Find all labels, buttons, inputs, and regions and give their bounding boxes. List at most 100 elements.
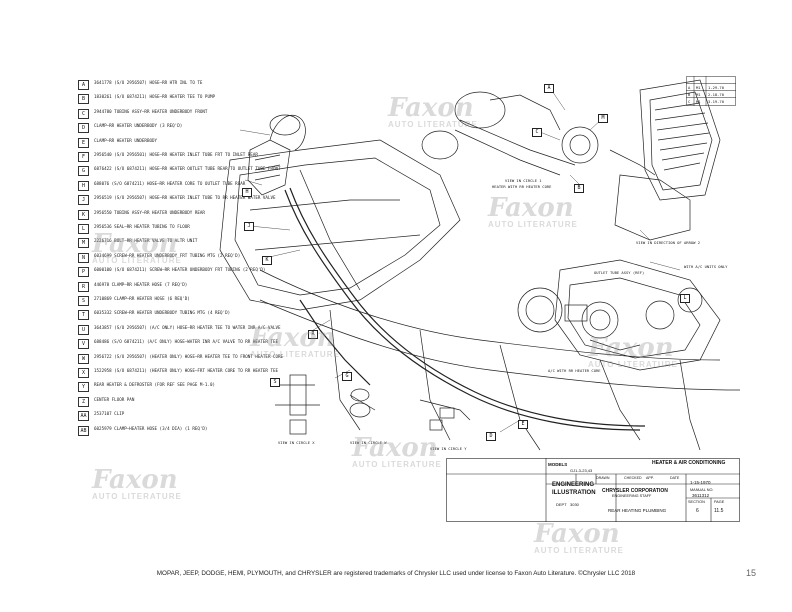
checked-label: CHECKED	[624, 476, 642, 480]
revision-cell: 2-18-70	[708, 92, 725, 97]
revision-cell: A	[688, 85, 691, 90]
part-description: 2956540 (S/O 2956501) HOSE—RR HEATER INL…	[94, 152, 258, 157]
section-heading: HEATER & AIR CONDITIONING	[652, 460, 726, 466]
part-ref-label: D	[78, 123, 89, 134]
part-description: 3641778 (S/O 2956507) HOSE—RR HTR INL TO…	[94, 80, 203, 85]
revision-cell: B	[688, 92, 691, 97]
revision-cell: 1-29-70	[708, 85, 725, 90]
revision-cell: 3-19-70	[708, 99, 725, 104]
heater-unit-drawing	[421, 91, 656, 176]
callout-label: E	[518, 420, 528, 429]
title-block	[446, 458, 740, 522]
part-description: CLAMP—RR HEATER UNDERBODY (3 REQ'D)	[94, 123, 183, 129]
underbody-tubing	[284, 187, 646, 431]
detail-views-drawing	[275, 287, 588, 435]
callout-label: C	[532, 128, 542, 137]
company-sub: ENGINEERING STAFF	[612, 494, 652, 498]
illustration-label: ILLUSTRATION	[552, 490, 596, 496]
manual-label: MANUAL NO.	[690, 488, 714, 492]
part-description: 6035332 SCREW—RR HEATER UNDERBODY TUBING…	[94, 310, 231, 316]
view-note: OUTLET TUBE ASSY (REF)	[594, 270, 645, 275]
engine-drawing	[554, 259, 721, 371]
date-value: 1-15-1970	[690, 480, 711, 485]
callout-label: H	[242, 188, 252, 197]
section-label: SECTION	[688, 500, 705, 504]
part-ref-label: Y	[78, 382, 89, 393]
view-note: HEATER WITH RR HEATER CORE	[492, 184, 552, 189]
part-ref-label: J	[78, 195, 89, 206]
part-ref-label: N	[78, 252, 89, 263]
models-value: GJ1-3-23,43	[570, 468, 593, 473]
app-label: APP.	[646, 476, 654, 480]
part-description: 2956519 (S/O 2956507) HOSE—RR HEATER INL…	[94, 195, 276, 201]
part-ref-label: S	[78, 296, 89, 306]
part-ref-label: U	[78, 324, 89, 335]
part-description: 6034699 SCREW—RR HEATER UNDERBODY FRT TU…	[94, 252, 241, 258]
callout-label: S	[270, 378, 280, 387]
part-description: 2226716 BOLT—RR HEATER VALVE TO ALTR UNI…	[94, 238, 198, 244]
trademark-footer: MOPAR, JEEP, DODGE, HEMI, PLYMOUTH, and …	[156, 570, 636, 577]
part-description: 2710869 CLAMP—RR HEATER HOSE (6 REQ'D)	[94, 296, 190, 301]
view-note: VIEW IN DIRECTION OF ARROW 2	[636, 240, 701, 245]
view-note: VIEW IN CIRCLE Y	[430, 446, 467, 451]
part-ref-label: K	[78, 209, 89, 220]
revision-table	[686, 76, 736, 106]
models-label: MODELS	[548, 462, 568, 467]
revision-cell: C	[688, 99, 691, 104]
part-description: 688486 (S/O 6874211) (A/C ONLY) HOSE—WAT…	[94, 339, 279, 345]
part-description: REAR HEATER & DEFROSTER (FOR REF SEE PAG…	[94, 382, 216, 388]
part-description: 2956536 SEAL—RR HEATER TUBING TO FLOOR	[94, 224, 190, 229]
part-description: CLAMP—RR HEATER UNDERBODY	[94, 137, 158, 143]
date-label: DATE	[670, 476, 680, 480]
part-ref-label: R	[78, 281, 89, 292]
section-value: 6	[696, 508, 699, 514]
part-description: 688076 (S/O 6874211) HOSE—RR HEATER CORE…	[94, 180, 246, 186]
view-note: WITH A/C UNITS ONLY	[684, 264, 728, 269]
revision-cell: M1	[696, 99, 701, 104]
blower-housing-drawing	[614, 79, 721, 241]
callout-label: L	[680, 294, 690, 303]
part-ref-label: G	[78, 166, 89, 177]
floor-pan-drawing	[219, 114, 461, 311]
dept-label: DEPT	[556, 502, 567, 507]
callout-label: B	[574, 184, 584, 193]
part-ref-label: E	[78, 137, 89, 148]
part-ref-label: W	[78, 353, 89, 364]
part-description: CENTER FLOOR PAN	[94, 396, 135, 402]
callout-label: J	[244, 222, 254, 231]
view-note: VIEW IN CIRCLE X	[278, 440, 315, 445]
part-ref-label: C	[78, 108, 89, 119]
part-ref-label: B	[78, 94, 89, 105]
lower-body-drawing	[259, 269, 741, 451]
part-description: 1830261 (S/O 6874211) HOSE—RR HEATER TEE…	[94, 94, 216, 100]
part-description: 2537107 CLIP	[94, 411, 125, 417]
part-ref-label: T	[78, 310, 89, 321]
part-description: 2944780 TUBING ASSY—RR HEATER UNDERBODY …	[94, 108, 208, 114]
drawing-title: REAR HEATING PLUMBING	[608, 508, 667, 513]
page-value: 11.5	[714, 508, 724, 514]
part-ref-label: X	[78, 368, 89, 378]
part-ref-label: F	[78, 152, 89, 162]
part-ref-label: Z	[78, 396, 89, 407]
dept-value: 3030	[570, 502, 579, 507]
company-name: CHRYSLER CORPORATION	[602, 488, 668, 494]
engineering-label: ENGINEERING	[552, 482, 595, 488]
part-description: 6025979 CLAMP—HEATER HOSE (3/4 DIA) (1 R…	[94, 425, 208, 431]
callout-label: A	[544, 84, 554, 93]
part-description: 6876422 (S/O 6874211) HOSE—RR HEATER OUT…	[94, 166, 281, 172]
part-description: 1522958 (S/O 6874211) (HEATER ONLY) HOSE…	[94, 368, 279, 373]
part-ref-label: AA	[78, 411, 89, 422]
page-label: PAGE	[714, 500, 725, 504]
part-description: 2956550 TUBING ASSY—RR HEATER UNDERBODY …	[94, 209, 205, 215]
part-ref-label: L	[78, 224, 89, 234]
callout-label: K	[262, 256, 272, 265]
callout-label: M	[598, 114, 608, 123]
part-description: 2956722 (S/O 2956507) (HEATER ONLY) HOSE…	[94, 353, 284, 359]
view-note: A/C WITH RR HEATER CORE	[548, 368, 601, 373]
part-description: 3643857 (S/O 2956507) (A/C ONLY) HOSE—RR…	[94, 324, 281, 330]
revision-cell: M1	[696, 85, 701, 90]
part-ref-label: A	[78, 80, 89, 90]
part-ref-label: V	[78, 339, 89, 350]
